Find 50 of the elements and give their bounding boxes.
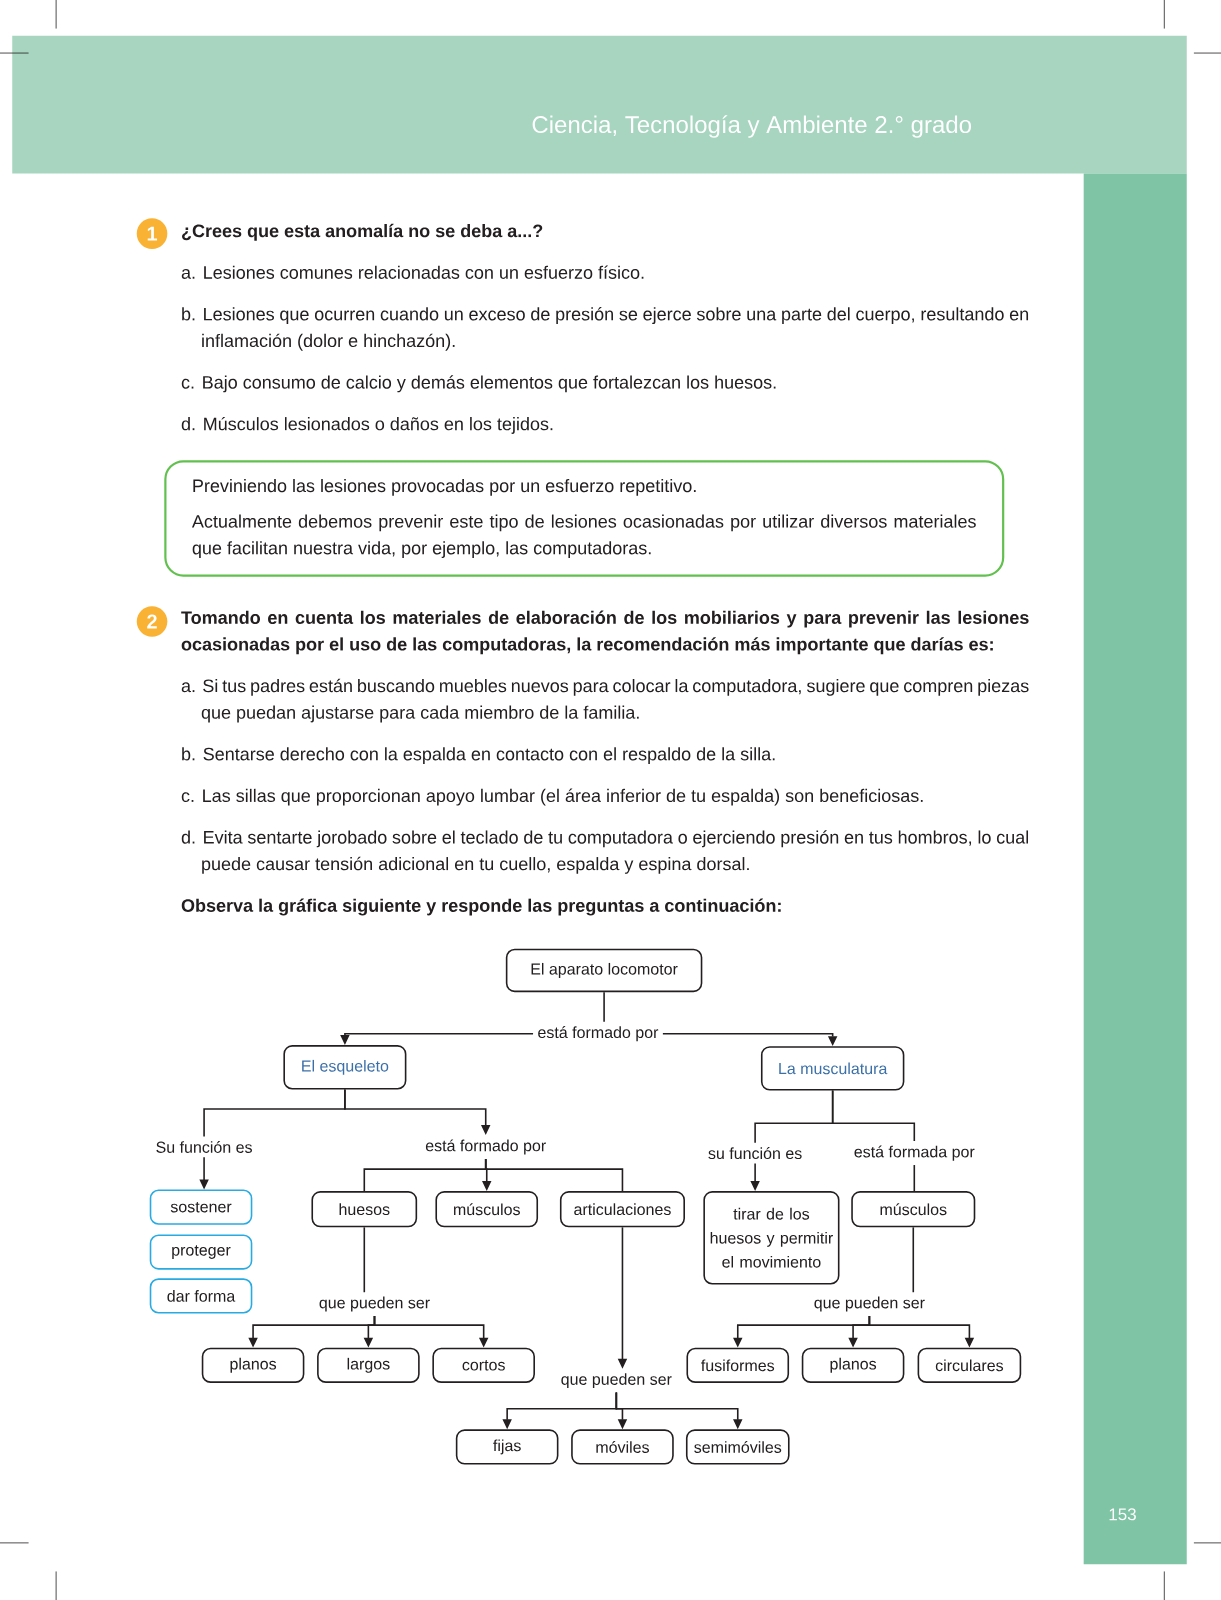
linking-phrase: que pueden ser [319, 1296, 430, 1312]
answer-option: c. Bajo consumo de calcio y demás elementos que fortalezcan los huesos. [181, 375, 776, 393]
concept-box: móviles [570, 1429, 674, 1465]
linking-phrase: está formado por [425, 1139, 546, 1155]
linking-phrase: que pueden ser [814, 1296, 925, 1312]
answer-option: d. Evita sentarte jorobado sobre el teclado de tu computadora o ejerciendo presión en tus hombros, lo cual puede causar tensión adicional en tu cuello, espalda y espina dorsal. [181, 830, 1028, 874]
concept-box: semimóviles [685, 1429, 790, 1465]
answer-option: a. Lesiones comunes relacionadas con un esfuerzo físico. [181, 265, 644, 279]
concept-box: músculos [435, 1191, 538, 1228]
page-number: 153 [1109, 1508, 1136, 1521]
connector-line [603, 991, 605, 1023]
answer-option: c. Las sillas que proporcionan apoyo lumbar (el área inferior de tu espalda) son beneficiosas. [181, 788, 923, 806]
header-title: Ciencia, Tecnología y Ambiente 2.° grado [532, 115, 971, 138]
connector-line [831, 1089, 915, 1142]
instruction-text: Observa la gráfica siguiente y responde las preguntas a continuación: [181, 898, 781, 916]
concept-box: fijas [455, 1429, 559, 1465]
answer-option: a. Si tus padres están buscando muebles nuevos para colocar la computadora, sugiere que compren piezas que puedan ajustarse para cada miembro de la familia. [181, 678, 1029, 723]
concept-box: planos [801, 1347, 905, 1383]
concept-box: proteger [149, 1234, 253, 1270]
linking-phrase: su función es [708, 1147, 802, 1160]
note-box: Previniendo las lesiones provocadas por un esfuerzo repetitivo. Actualmente debemos prevenir este tipo de lesiones ocasionadas por utilizar diversos materiales que facilitan nuestra vida, por ejemplo, las computadoras. [164, 460, 1005, 577]
connector-line [484, 1158, 624, 1192]
concept-box: tirar de los huesos y permitir el movimiento [703, 1191, 840, 1285]
connector-line [912, 1226, 914, 1294]
concept-box: cortos [432, 1347, 535, 1383]
concept-box: músculos [851, 1191, 976, 1228]
number-badge: 1 [136, 218, 168, 249]
concept-box: sostener [149, 1189, 253, 1225]
linking-phrase: está formado por [537, 1026, 658, 1042]
concept-box: huesos [311, 1191, 417, 1228]
concept-box: dar forma [149, 1278, 253, 1314]
concept-box: planos [201, 1347, 305, 1383]
concept-box: circulares [917, 1347, 1021, 1383]
concept-box: El aparato locomotor [505, 948, 703, 993]
concept-box: largos [316, 1347, 420, 1383]
linking-phrase: está formada por [854, 1145, 975, 1161]
answer-option: d. Músculos lesionados o daños en los tejidos. [181, 416, 553, 434]
number-badge: 2 [136, 606, 168, 637]
question-heading: Tomando en cuenta los materiales de elaboración de los mobiliarios y para prevenir las lesiones ocasionadas por el uso de las computadoras, la recomendación más importante que darías es: [181, 610, 1029, 655]
linking-phrase: que pueden ser [561, 1373, 672, 1389]
question-heading: ¿Crees que esta anomalía no se deba a...? [181, 223, 543, 241]
concept-box: articulaciones [559, 1191, 685, 1228]
connector-line [363, 1226, 365, 1294]
answer-option: b. Lesiones que ocurren cuando un exceso de presión se ejerce sobre una parte del cuerpo, resultando en inflamación (dolor e hinchazón). [181, 307, 1028, 351]
connector-line [913, 1164, 915, 1192]
linking-phrase: Su función es [156, 1140, 252, 1153]
answer-option: b. Sentarse derecho con la espalda en contacto con el respaldo de la silla. [181, 747, 775, 764]
concept-box: La musculatura [760, 1046, 905, 1091]
concept-box: fusiformes [686, 1347, 789, 1383]
concept-box: El esqueleto [283, 1045, 407, 1090]
